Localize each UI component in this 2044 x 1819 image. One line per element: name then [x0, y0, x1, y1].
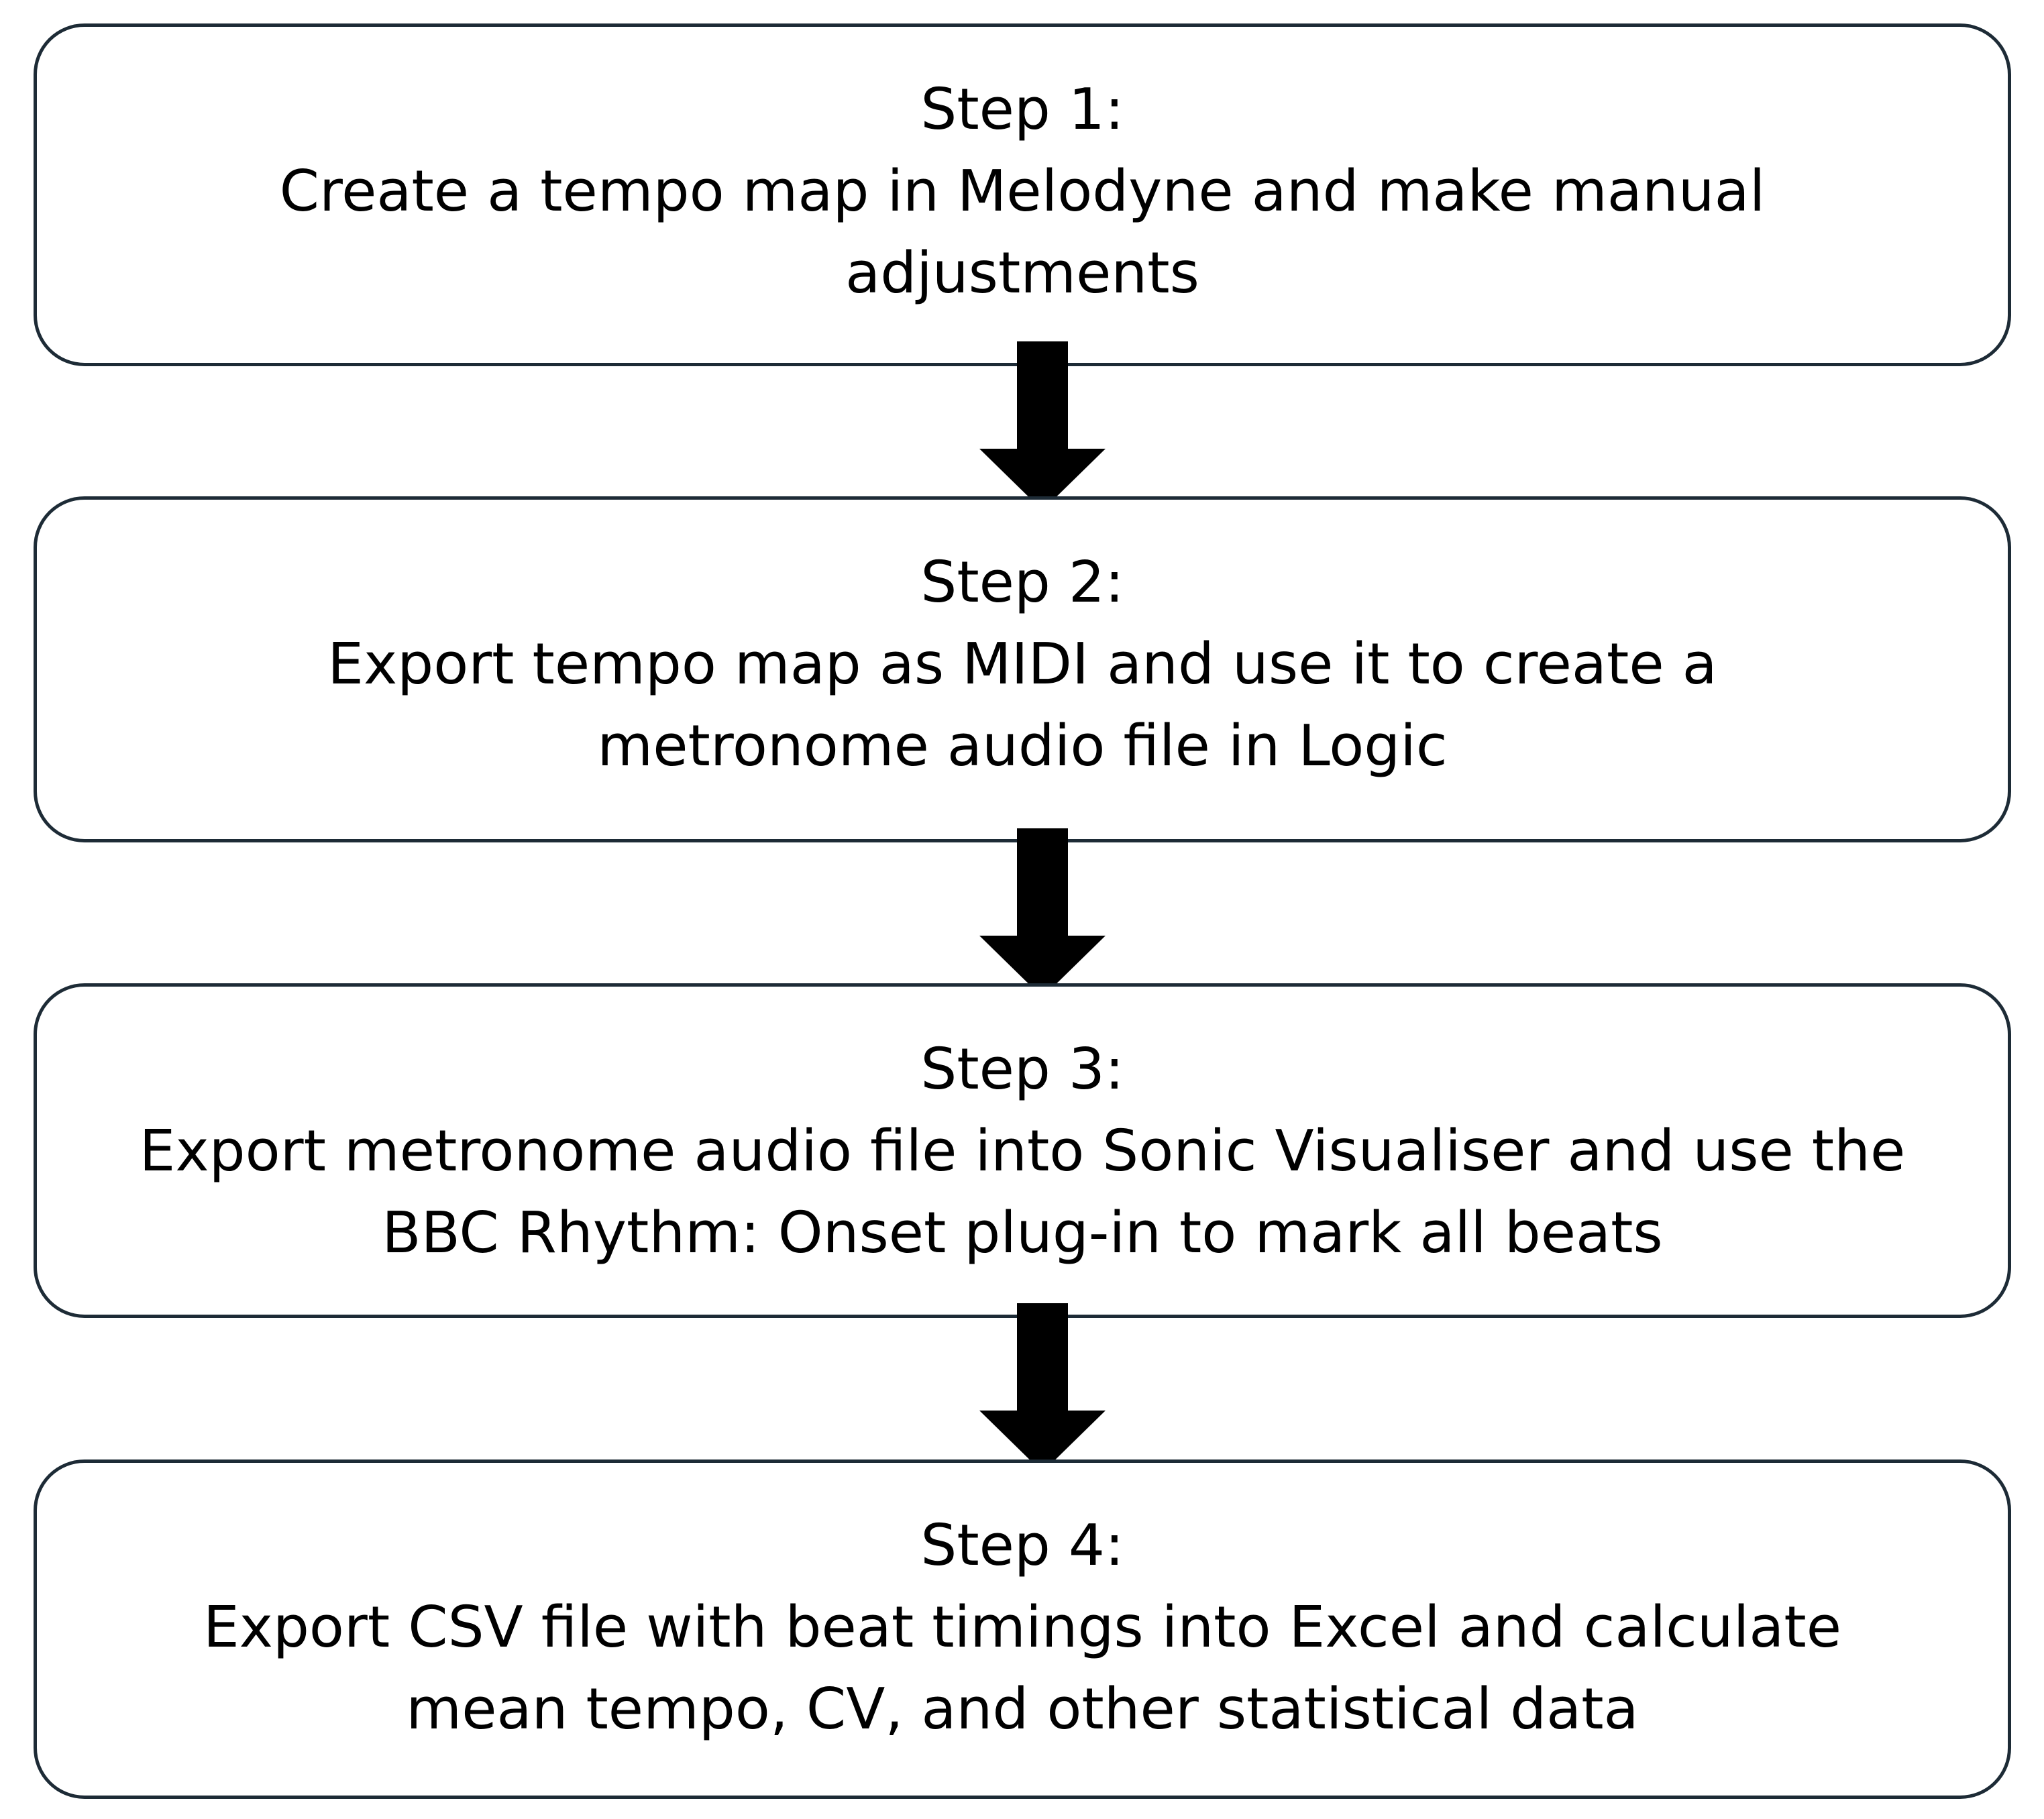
- step-1-box: Step 1: Create a tempo map in Melodyne a…: [34, 23, 2011, 366]
- step-2-text: Step 2: Export tempo map as MIDI and use…: [37, 542, 2008, 787]
- step-2-box: Step 2: Export tempo map as MIDI and use…: [34, 496, 2011, 842]
- step-4-text: Step 4: Export CSV file with beat timing…: [37, 1505, 2008, 1751]
- step-2-description-line-1: Export tempo map as MIDI and use it to c…: [327, 631, 1717, 698]
- step-1-title: Step 1:: [920, 76, 1124, 143]
- down-arrow-icon: [978, 828, 1107, 997]
- step-1-description-line-2: adjustments: [845, 240, 1199, 307]
- step-1-text: Step 1: Create a tempo map in Melodyne a…: [37, 69, 2008, 315]
- step-1-description-line-1: Create a tempo map in Melodyne and make …: [279, 158, 1766, 225]
- down-arrow-icon: [978, 1303, 1107, 1472]
- step-2-description-line-2: metronome audio file in Logic: [597, 713, 1448, 779]
- step-4-box: Step 4: Export CSV file with beat timing…: [34, 1459, 2011, 1799]
- step-2-title: Step 2:: [920, 549, 1124, 616]
- step-3-description-line-1: Export metronome audio file into Sonic V…: [139, 1118, 1906, 1184]
- step-3-text: Step 3: Export metronome audio file into…: [37, 1029, 2008, 1274]
- step-4-description-line-1: Export CSV file with beat timings into E…: [203, 1594, 1842, 1661]
- step-4-title: Step 4:: [920, 1512, 1124, 1579]
- step-4-description-line-2: mean tempo, CV, and other statistical da…: [406, 1676, 1639, 1743]
- down-arrow-icon: [978, 341, 1107, 510]
- step-3-box: Step 3: Export metronome audio file into…: [34, 983, 2011, 1318]
- step-3-title: Step 3:: [920, 1036, 1124, 1103]
- step-3-description-line-2: BBC Rhythm: Onset plug-in to mark all be…: [382, 1200, 1663, 1266]
